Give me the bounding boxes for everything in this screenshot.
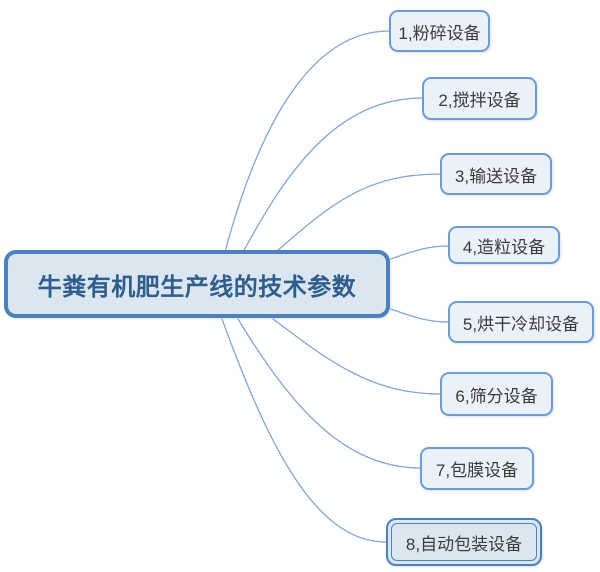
connector-conveying: [275, 173, 441, 253]
topic-crushing[interactable]: 1,粉碎设备: [389, 10, 490, 52]
root-topic-label: 牛粪有机肥生产线的技术参数: [37, 273, 357, 301]
connector-crushing: [224, 30, 390, 253]
connector-coating: [237, 318, 421, 469]
topic-auto-packaging-inner-frame: 8,自动包装设备: [391, 523, 537, 561]
topic-screening-label: 6,筛分设备: [455, 386, 538, 406]
topic-granulating-label: 4,造粒设备: [462, 237, 546, 257]
topic-conveying-label: 3,输送设备: [454, 166, 538, 186]
topic-screening[interactable]: 6,筛分设备: [440, 372, 553, 416]
topic-crushing-label: 1,粉碎设备: [398, 23, 481, 43]
topic-auto-packaging-label: 8,自动包装设备: [405, 534, 523, 554]
topic-coating[interactable]: 7,包膜设备: [420, 447, 534, 490]
topic-coating-label: 7,包膜设备: [435, 461, 519, 480]
topic-mixing-label: 2,搅拌设备: [438, 91, 521, 110]
topic-conveying[interactable]: 3,输送设备: [440, 153, 552, 195]
connector-mixing: [242, 97, 423, 253]
topic-granulating[interactable]: 4,造粒设备: [448, 226, 560, 264]
topic-mixing[interactable]: 2,搅拌设备: [422, 77, 537, 120]
topic-auto-packaging-selected[interactable]: 8,自动包装设备: [386, 518, 542, 566]
connector-auto-packaging: [221, 318, 387, 543]
connector-granulating: [390, 245, 449, 260]
connector-drying-cooling: [390, 308, 449, 323]
connector-screening: [272, 318, 441, 395]
root-topic[interactable]: 牛粪有机肥生产线的技术参数: [4, 250, 390, 318]
topic-drying-cooling[interactable]: 5,烘干冷却设备: [448, 301, 594, 343]
topic-drying-cooling-label: 5,烘干冷却设备: [462, 314, 580, 334]
